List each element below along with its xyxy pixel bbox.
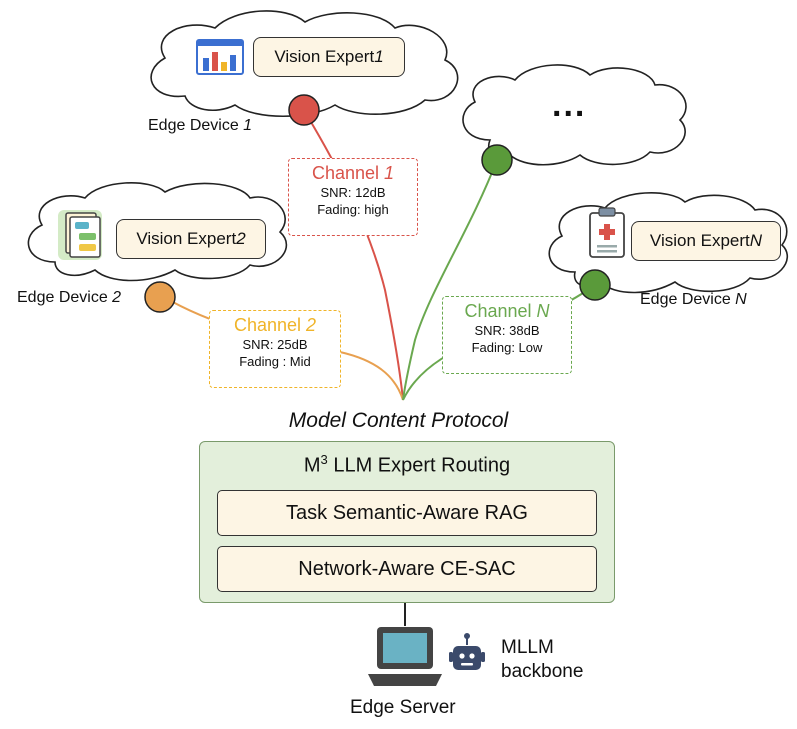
channel-n-prefix: Channel	[464, 301, 537, 321]
routing-title-sup: 3	[320, 452, 328, 467]
vision-expert-2-label: Vision Expert	[136, 229, 237, 248]
expert-routing-panel: M3 LLM Expert Routing Task Semantic-Awar…	[199, 441, 615, 603]
expert-routing-title: M3 LLM Expert Routing	[200, 452, 614, 478]
channel-n-title: Channel N	[443, 301, 571, 322]
vision-expert-2-num: 2	[236, 229, 246, 248]
channel-n-box[interactable]: Channel N SNR: 38dB Fading: Low	[442, 296, 572, 374]
link-ellipsis-node	[402, 159, 498, 401]
edge-device-n-label: Edge Device N	[640, 291, 747, 309]
channel-n-snr: SNR: 38dB	[474, 323, 540, 338]
channel-2-fading: Fading : Mid	[239, 354, 311, 369]
edge-device-1-prefix: Edge Device	[148, 117, 244, 134]
channel-n-fading: Fading: Low	[471, 340, 543, 355]
vision-expert-1-label: Vision Expert	[274, 47, 375, 66]
mllm-backbone-label: MLLM backbone	[501, 636, 583, 684]
channel-1-fading: Fading: high	[317, 202, 389, 217]
edge-device-n-prefix: Edge Device	[640, 291, 736, 308]
vision-expert-1-box[interactable]: Vision Expert 1	[253, 37, 405, 77]
channel-1-prefix: Channel	[311, 163, 385, 183]
more-experts-ellipsis: ...	[552, 86, 587, 124]
routing-title-prefix: M	[303, 454, 321, 477]
mllm-line: MLLM	[501, 637, 554, 658]
laptop-icon	[368, 627, 442, 686]
ellipsis-node[interactable]	[481, 144, 513, 176]
vision-expert-n-label: Vision Expert	[649, 231, 750, 250]
edge-device-2-node[interactable]	[144, 281, 176, 313]
routing-title-suffix: LLM Expert Routing	[327, 454, 511, 477]
model-content-protocol-label: Model Content Protocol	[288, 409, 509, 432]
edge-device-2-label: Edge Device 2	[17, 289, 121, 307]
channel-2-num: 2	[306, 315, 317, 335]
backbone-line: backbone	[501, 661, 584, 682]
edge-device-1-num: 1	[243, 117, 253, 134]
vision-expert-2-box[interactable]: Vision Expert 2	[116, 219, 266, 259]
channel-1-box[interactable]: Channel 1 SNR: 12dB Fading: high	[288, 158, 418, 236]
network-aware-ce-sac-module[interactable]: Network-Aware CE-SAC	[217, 546, 597, 592]
channel-2-prefix: Channel	[233, 315, 307, 335]
edge-device-n-node[interactable]	[579, 269, 611, 301]
channel-2-title: Channel 2	[210, 315, 340, 336]
edge-device-1-label: Edge Device 1	[148, 117, 252, 135]
flowchart-document-icon	[58, 210, 102, 260]
channel-2-box[interactable]: Channel 2 SNR: 25dB Fading : Mid	[209, 310, 341, 388]
channel-n-num: N	[536, 301, 550, 321]
robot-icon	[449, 633, 485, 670]
edge-device-2-prefix: Edge Device	[17, 289, 113, 306]
vision-expert-n-box[interactable]: Vision Expert N	[631, 221, 781, 261]
edge-device-2-num: 2	[112, 289, 122, 306]
task-semantic-rag-module[interactable]: Task Semantic-Aware RAG	[217, 490, 597, 536]
channel-1-num: 1	[384, 163, 395, 183]
edge-server-label: Edge Server	[350, 697, 456, 718]
edge-device-1-node[interactable]	[288, 94, 320, 126]
cloud-ellipsis	[462, 64, 687, 166]
channel-1-title: Channel 1	[289, 163, 417, 184]
bar-chart-icon	[196, 39, 244, 75]
channel-1-snr: SNR: 12dB	[320, 185, 386, 200]
vision-expert-n-num: N	[749, 231, 763, 250]
channel-2-snr: SNR: 25dB	[242, 337, 308, 352]
medical-clipboard-icon	[589, 207, 625, 258]
edge-device-n-num: N	[735, 291, 747, 308]
vision-expert-1-num: 1	[374, 47, 384, 66]
